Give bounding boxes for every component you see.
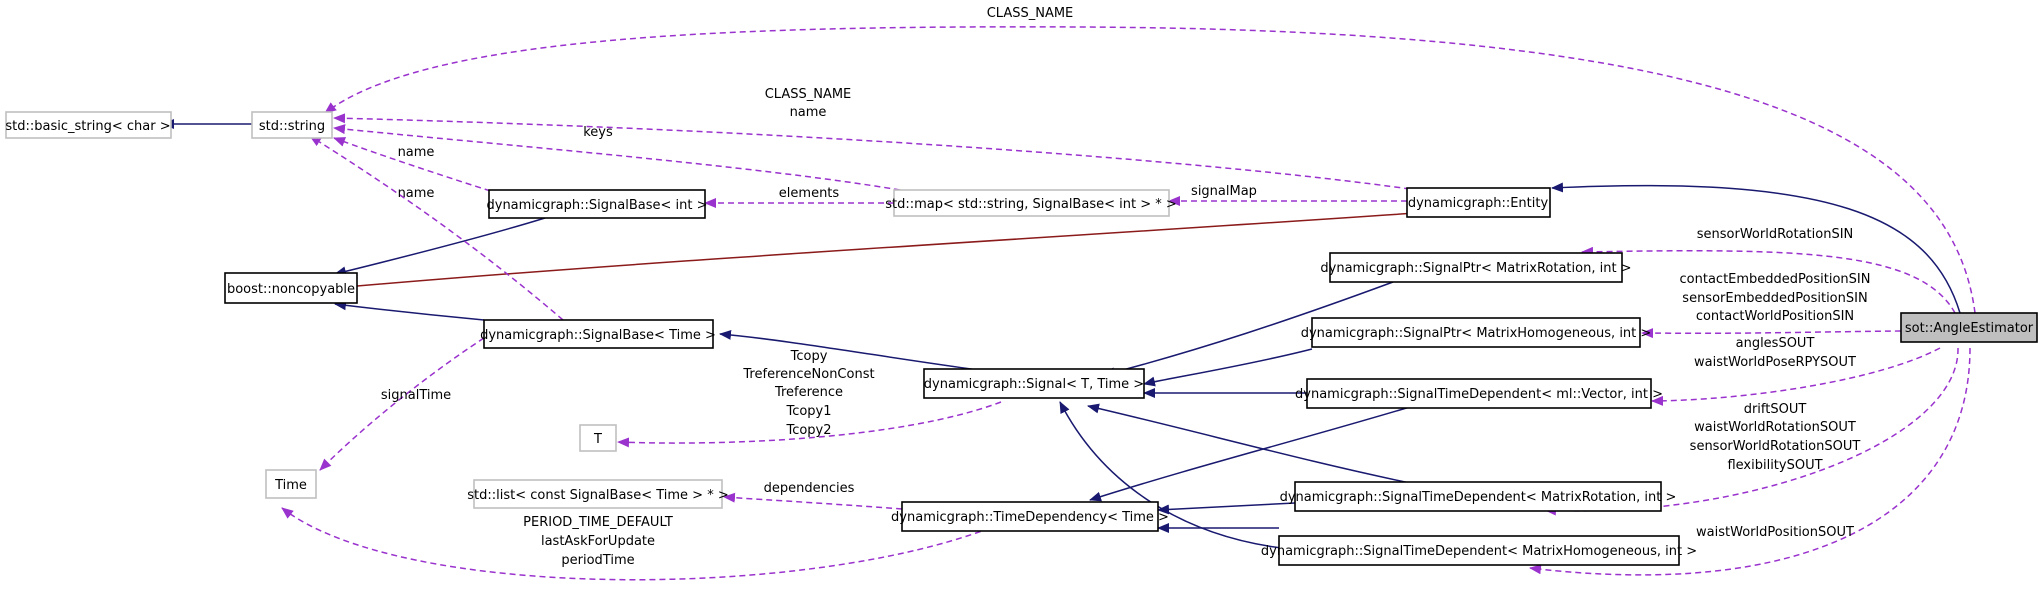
edge-label-sensor-world-rotation-sin: sensorWorldRotationSIN: [1697, 227, 1854, 242]
edge-label-angles-sout: anglesSOUT: [1736, 336, 1815, 351]
edge-label-signalbase-time-name: name: [398, 186, 435, 201]
node-list-label: std::list< const SignalBase< Time > * >: [467, 488, 728, 503]
node-time[interactable]: Time: [265, 469, 317, 499]
node-std-homogeneous[interactable]: dynamicgraph::SignalTimeDependent< Matri…: [1261, 535, 1697, 566]
node-timedep[interactable]: dynamicgraph::TimeDependency< Time >: [891, 501, 1169, 532]
edge-entity-inherits-noncopyable: [334, 210, 1446, 293]
node-entity-label: dynamicgraph::Entity: [1408, 196, 1549, 211]
node-signal-label: dynamicgraph::Signal< T, Time >: [924, 377, 1144, 392]
node-T[interactable]: T: [579, 424, 617, 452]
edge-label-period-time-default: PERIOD_TIME_DEFAULT: [523, 515, 673, 530]
edge-signalbase-time-uses-string: [309, 135, 564, 321]
edge-label-elements: elements: [779, 186, 840, 201]
node-signalbase-time-label: dynamicgraph::SignalBase< Time >: [480, 328, 716, 343]
edge-angle-estimator-uses-std-vector: [1651, 347, 1941, 406]
node-list[interactable]: std::list< const SignalBase< Time > * >: [467, 479, 729, 509]
edge-label-sensor-embedded-position-sin: sensorEmbeddedPositionSIN: [1682, 291, 1867, 306]
node-angle-estimator[interactable]: sot::AngleEstimator: [1900, 312, 2038, 343]
edge-ptr-rotation-inherits-signal: [1103, 281, 1394, 378]
edge-signal-inherits-signalbase-time: [719, 329, 1002, 374]
node-signal[interactable]: dynamicgraph::Signal< T, Time >: [923, 368, 1145, 399]
node-signalbase-time[interactable]: dynamicgraph::SignalBase< Time >: [480, 319, 716, 349]
edge-label-period-time: periodTime: [561, 553, 634, 568]
edge-label-contact-world-position-sin: contactWorldPositionSIN: [1696, 309, 1854, 324]
edge-label-last-ask-for-update: lastAskForUpdate: [541, 534, 655, 549]
edge-label-class-name-top: CLASS_NAME: [987, 6, 1074, 21]
edge-timedep-uses-list: [723, 492, 903, 510]
edge-std-vector-inherits-timedep: [1089, 403, 1421, 502]
edge-label-tcopy1: Tcopy1: [785, 404, 831, 419]
edge-label-waist-world-pose-rpy-sout: waistWorldPoseRPYSOUT: [1694, 355, 1856, 370]
edge-signal-uses-T: [617, 401, 1002, 448]
node-map[interactable]: std::map< std::string, SignalBase< int >…: [885, 189, 1177, 217]
edge-label-signalbase-int-name: name: [398, 145, 435, 160]
node-ptr-homogeneous-label: dynamicgraph::SignalPtr< MatrixHomogeneo…: [1301, 326, 1652, 341]
node-signalbase-int[interactable]: dynamicgraph::SignalBase< int >: [487, 189, 708, 219]
node-std-rotation-label: dynamicgraph::SignalTimeDependent< Matri…: [1280, 490, 1677, 505]
node-noncopyable-label: boost::noncopyable: [227, 282, 355, 297]
node-entity[interactable]: dynamicgraph::Entity: [1406, 187, 1551, 218]
node-map-label: std::map< std::string, SignalBase< int >…: [885, 197, 1177, 212]
edge-std-rotation-inherits-signal: [1087, 403, 1411, 484]
edge-label-waist-world-position-sout: waistWorldPositionSOUT: [1696, 525, 1854, 540]
edge-label-drift-sout: driftSOUT: [1744, 402, 1807, 417]
edge-angle-estimator-uses-std-homogeneous: [1529, 347, 1971, 576]
edge-label-signal-time: signalTime: [381, 388, 451, 403]
edge-signalbase-int-uses-string: [333, 137, 501, 195]
edge-label-dependencies: dependencies: [764, 481, 855, 496]
edge-signalbase-time-uses-time: [319, 337, 485, 471]
edge-map-uses-string-keys: [333, 124, 901, 191]
edge-label-tcopy2: Tcopy2: [785, 423, 831, 438]
edge-signalbase-time-inherits-noncopyable: [334, 300, 485, 321]
edge-signalbase-int-inherits-noncopyable: [334, 217, 546, 277]
edge-label-entity-class-name: CLASS_NAME: [765, 87, 852, 102]
node-time-label: Time: [274, 478, 307, 493]
node-ptr-rotation-label: dynamicgraph::SignalPtr< MatrixRotation,…: [1320, 261, 1631, 276]
node-string[interactable]: std::string: [251, 111, 333, 139]
node-ptr-homogeneous[interactable]: dynamicgraph::SignalPtr< MatrixHomogeneo…: [1301, 317, 1652, 348]
edge-label-keys: keys: [583, 125, 613, 140]
edge-angle-estimator-uses-ptr-rotation: [1581, 246, 1956, 314]
edge-entity-uses-string: [333, 113, 1411, 190]
node-std-vector[interactable]: dynamicgraph::SignalTimeDependent< ml::V…: [1295, 378, 1663, 409]
node-signalbase-int-label: dynamicgraph::SignalBase< int >: [487, 198, 708, 213]
node-std-homogeneous-label: dynamicgraph::SignalTimeDependent< Matri…: [1261, 544, 1697, 559]
edge-label-tcopy: Tcopy: [790, 349, 828, 364]
edge-timedep-uses-time: [281, 507, 991, 581]
edges: [162, 26, 1976, 581]
edge-label-flexibility-sout: flexibilitySOUT: [1727, 458, 1822, 473]
node-std-rotation[interactable]: dynamicgraph::SignalTimeDependent< Matri…: [1280, 481, 1677, 512]
node-angle-estimator-label: sot::AngleEstimator: [1905, 321, 2034, 336]
edge-angle-estimator-uses-ptr-homogeneous: [1641, 328, 1902, 339]
edge-label-treference-nonconst: TreferenceNonConst: [742, 367, 874, 382]
edge-labels: CLASS_NAME CLASS_NAME name keys name nam…: [381, 6, 1871, 568]
edge-std-rotation-inherits-timedep: [1157, 502, 1296, 515]
edge-label-entity-name: name: [790, 105, 827, 120]
node-ptr-rotation[interactable]: dynamicgraph::SignalPtr< MatrixRotation,…: [1320, 252, 1632, 283]
edge-label-treference: Treference: [774, 385, 843, 400]
nodes: std::basic_string< char > std::string bo…: [5, 111, 2038, 566]
edge-label-sensor-world-rotation-sout: sensorWorldRotationSOUT: [1690, 439, 1861, 454]
edge-ptr-homogeneous-inherits-signal: [1143, 348, 1313, 387]
edge-label-contact-embedded-position-sin: contactEmbeddedPositionSIN: [1680, 272, 1871, 287]
node-std-vector-label: dynamicgraph::SignalTimeDependent< ml::V…: [1295, 387, 1663, 402]
node-timedep-label: dynamicgraph::TimeDependency< Time >: [891, 510, 1169, 525]
edge-label-signal-map: signalMap: [1191, 184, 1257, 199]
node-string-label: std::string: [259, 119, 325, 134]
node-basic-string-label: std::basic_string< char >: [5, 119, 170, 134]
node-basic-string[interactable]: std::basic_string< char >: [5, 111, 172, 139]
edge-angle-estimator-inherits-entity: [1551, 182, 1961, 314]
edge-label-waist-world-rotation-sout: waistWorldRotationSOUT: [1694, 420, 1856, 435]
node-noncopyable[interactable]: boost::noncopyable: [224, 272, 358, 304]
edge-angle-estimator-class-name: [324, 26, 1976, 314]
node-T-label: T: [593, 432, 602, 447]
